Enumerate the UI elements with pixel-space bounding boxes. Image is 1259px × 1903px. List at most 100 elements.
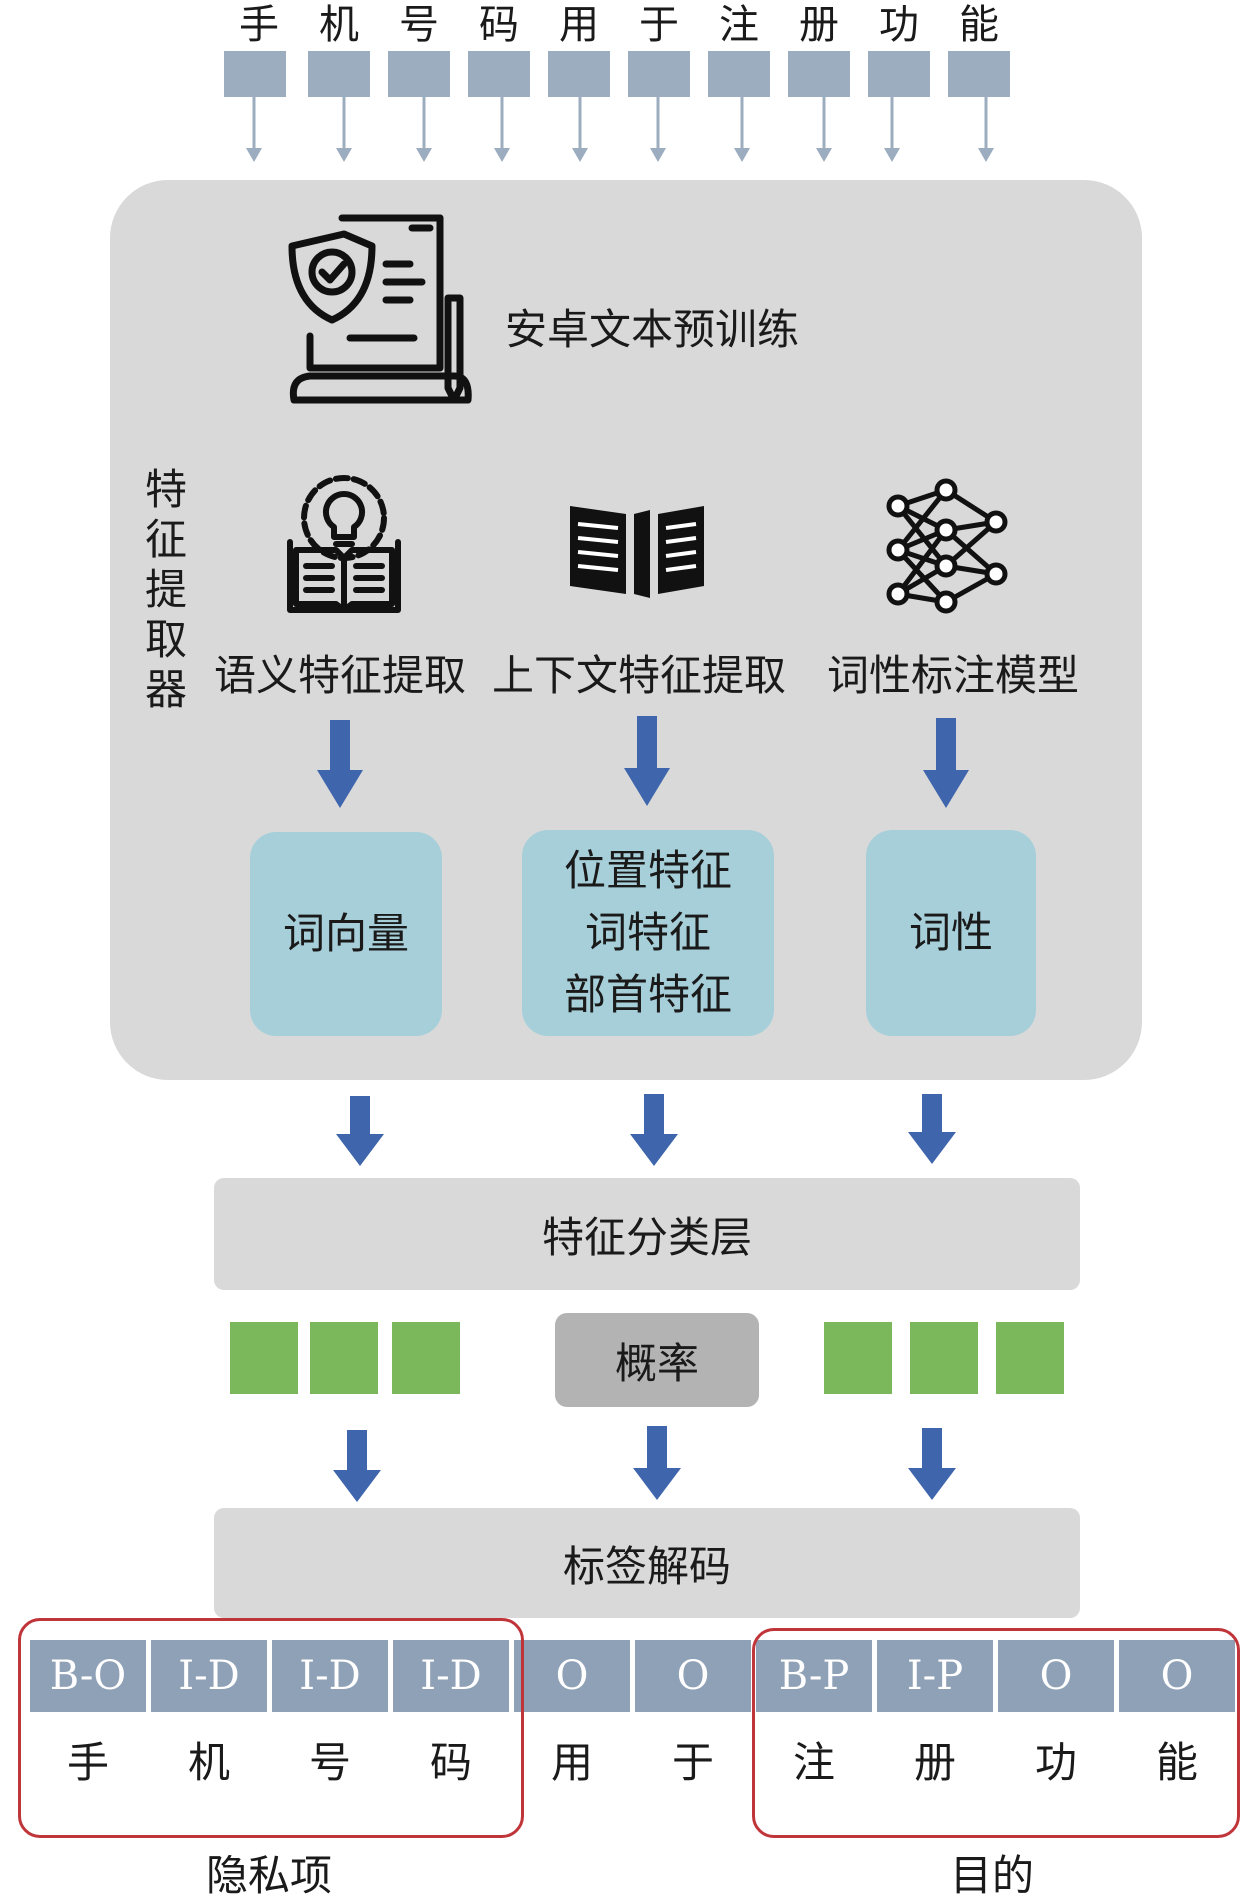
flow-arrow bbox=[336, 1096, 384, 1166]
output-tag: I-D bbox=[393, 1640, 509, 1712]
context-feature-label: 上下文特征提取 bbox=[492, 651, 787, 700]
output-tag: B-P bbox=[756, 1640, 872, 1712]
input-char: 码 bbox=[479, 2, 519, 48]
input-arrow bbox=[246, 97, 262, 162]
output-tag: I-P bbox=[877, 1640, 993, 1712]
output-char: 能 bbox=[1155, 1738, 1198, 1787]
extractor-label-char: 特 bbox=[144, 465, 187, 514]
input-token-box bbox=[628, 51, 690, 97]
output-char: 机 bbox=[187, 1738, 230, 1787]
input-arrow bbox=[816, 97, 832, 162]
input-token-box bbox=[948, 51, 1010, 97]
privacy-item-label: 隐私项 bbox=[206, 1851, 333, 1900]
semantic-feature-label: 语义特征提取 bbox=[214, 651, 467, 700]
probability-cell bbox=[230, 1322, 298, 1394]
purpose-label: 目的 bbox=[950, 1851, 1035, 1900]
pretrain-label: 安卓文本预训练 bbox=[505, 305, 800, 354]
input-char: 于 bbox=[639, 2, 679, 48]
extractor-label-char: 提 bbox=[144, 565, 187, 614]
input-arrow bbox=[572, 97, 588, 162]
word-vector-box: 词向量 bbox=[250, 832, 442, 1036]
flow-arrow bbox=[908, 1094, 956, 1164]
document-shield-icon bbox=[288, 214, 472, 404]
probability-box: 概率 bbox=[555, 1313, 759, 1407]
probability-cell bbox=[392, 1322, 460, 1394]
flow-arrow bbox=[908, 1428, 956, 1500]
privacy-item-group bbox=[18, 1618, 524, 1838]
output-tag: O bbox=[1119, 1640, 1235, 1712]
flow-arrows bbox=[317, 716, 969, 1502]
flow-arrow bbox=[633, 1426, 681, 1500]
input-token-box bbox=[308, 51, 370, 97]
feature-classification-label: 特征分类层 bbox=[541, 1212, 752, 1262]
output-char: 功 bbox=[1034, 1738, 1077, 1787]
output-tag: I-D bbox=[151, 1640, 267, 1712]
input-arrow bbox=[978, 97, 994, 162]
probability-cell bbox=[310, 1322, 378, 1394]
input-char: 机 bbox=[319, 2, 359, 48]
input-arrow bbox=[416, 97, 432, 162]
extractor-label-char: 取 bbox=[144, 615, 187, 664]
input-token-box bbox=[468, 51, 530, 97]
input-arrows bbox=[246, 97, 994, 162]
output-char: 用 bbox=[550, 1738, 593, 1787]
probability-cell bbox=[910, 1322, 978, 1394]
probability-label: 概率 bbox=[614, 1338, 699, 1388]
output-tag: O bbox=[514, 1640, 630, 1712]
input-token-box bbox=[788, 51, 850, 97]
output-tag: O bbox=[998, 1640, 1114, 1712]
extractor-label-char: 器 bbox=[144, 665, 187, 714]
flow-arrow bbox=[317, 720, 363, 808]
context-features-box: 位置特征 词特征 部首特征 bbox=[522, 830, 774, 1036]
input-char: 手 bbox=[239, 2, 279, 48]
lightbulb-gear-book-icon bbox=[287, 475, 401, 613]
flow-arrow bbox=[333, 1430, 381, 1502]
input-token-box bbox=[868, 51, 930, 97]
neural-network-icon bbox=[886, 478, 1008, 614]
extractor-label-char: 征 bbox=[144, 515, 187, 564]
input-char: 册 bbox=[799, 2, 839, 48]
input-char: 功 bbox=[879, 2, 919, 48]
tag-decode-layer: 标签解码 bbox=[214, 1508, 1080, 1618]
radical-feature-label: 部首特征 bbox=[563, 970, 732, 1019]
input-char: 号 bbox=[399, 2, 439, 48]
input-arrow bbox=[734, 97, 750, 162]
input-arrow bbox=[336, 97, 352, 162]
output-char: 于 bbox=[671, 1738, 714, 1787]
output-char: 号 bbox=[308, 1738, 351, 1787]
word-feature-label: 词特征 bbox=[584, 908, 711, 957]
feature-classification-layer: 特征分类层 bbox=[214, 1178, 1080, 1290]
pos-box: 词性 bbox=[866, 830, 1036, 1036]
input-arrow bbox=[650, 97, 666, 162]
output-tag: B-O bbox=[30, 1640, 146, 1712]
probability-cell bbox=[824, 1322, 892, 1394]
input-token-box bbox=[548, 51, 610, 97]
open-book-icon bbox=[570, 506, 704, 598]
flow-arrow bbox=[624, 716, 670, 806]
output-char: 注 bbox=[792, 1738, 835, 1787]
input-token-box bbox=[224, 51, 286, 97]
input-char: 注 bbox=[719, 2, 759, 48]
input-char: 能 bbox=[959, 2, 999, 48]
output-char: 手 bbox=[66, 1738, 109, 1787]
pos-tagging-label: 词性标注模型 bbox=[827, 651, 1080, 700]
position-feature-label: 位置特征 bbox=[563, 846, 732, 895]
output-char: 码 bbox=[429, 1738, 472, 1787]
input-arrow bbox=[884, 97, 900, 162]
flow-arrow bbox=[923, 718, 969, 808]
probability-cell bbox=[996, 1322, 1064, 1394]
pos-label: 词性 bbox=[908, 908, 993, 957]
flow-arrow bbox=[630, 1094, 678, 1166]
tag-decode-label: 标签解码 bbox=[562, 1541, 731, 1591]
feature-extractor-label: 特 征 提 取 器 bbox=[140, 465, 192, 715]
word-vector-label: 词向量 bbox=[282, 909, 409, 958]
purpose-group bbox=[752, 1628, 1240, 1838]
input-token-box bbox=[708, 51, 770, 97]
input-char: 用 bbox=[559, 2, 599, 48]
input-arrow bbox=[494, 97, 510, 162]
input-token-box bbox=[388, 51, 450, 97]
output-tag: I-D bbox=[272, 1640, 388, 1712]
output-char: 册 bbox=[913, 1738, 956, 1787]
output-tag: O bbox=[635, 1640, 751, 1712]
